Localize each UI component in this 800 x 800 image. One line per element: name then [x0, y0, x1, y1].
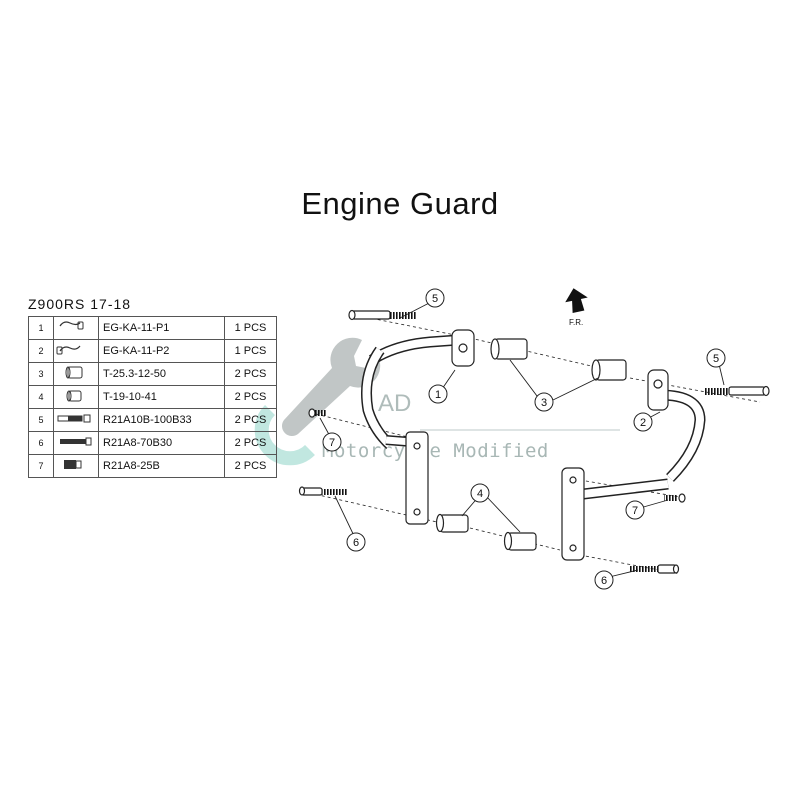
callout-3: 3 [541, 397, 547, 409]
part-icon [53, 408, 99, 432]
callout-6-left: 6 [353, 537, 359, 549]
spacer-3-right [591, 359, 627, 381]
callout-4: 4 [477, 488, 483, 500]
page-title: Engine Guard [301, 186, 499, 221]
part-icon [53, 431, 99, 455]
part-code: R21A8-70B30 [98, 431, 225, 455]
spacer-4-left [435, 513, 469, 533]
part-number: 2 [28, 339, 54, 363]
bolt-6-right [630, 564, 680, 574]
callout-5-right: 5 [713, 353, 719, 365]
part-quantity: 2 PCS [224, 385, 277, 409]
watermark-brand: AD [378, 390, 412, 417]
watermark-text: Motorcycle Modified [322, 440, 549, 462]
callout-7-right: 7 [632, 505, 638, 517]
part-code: R21A10B-100B33 [98, 408, 225, 432]
part-quantity: 2 PCS [224, 408, 277, 432]
engine-guard-right [561, 369, 706, 561]
part-icon [53, 454, 99, 478]
part-number: 6 [28, 431, 54, 455]
callout-5-left: 5 [432, 293, 438, 305]
callout-circles [322, 288, 726, 590]
part-quantity: 2 PCS [224, 431, 277, 455]
callout-6-right: 6 [601, 575, 607, 587]
bolt-7-right [664, 493, 686, 503]
part-code: R21A8-25B [98, 454, 225, 478]
bolt-5-left [348, 309, 416, 321]
part-quantity: 1 PCS [224, 339, 277, 363]
bolt-6-left [298, 486, 348, 496]
spacer-3-left [490, 338, 528, 360]
callout-2: 2 [640, 417, 646, 429]
part-code: EG-KA-11-P1 [98, 316, 225, 340]
bolt-7-left [308, 408, 327, 418]
model-label: Z900RS 17-18 [28, 296, 132, 312]
part-quantity: 2 PCS [224, 454, 277, 478]
spacer-4-right [503, 531, 537, 551]
callout-7-left: 7 [329, 437, 335, 449]
front-arrow-icon [565, 288, 588, 313]
bolt-5-right [705, 385, 770, 397]
engine-guard-left [361, 329, 475, 525]
callout-1: 1 [435, 389, 441, 401]
front-direction-label: F.R. [569, 318, 584, 327]
